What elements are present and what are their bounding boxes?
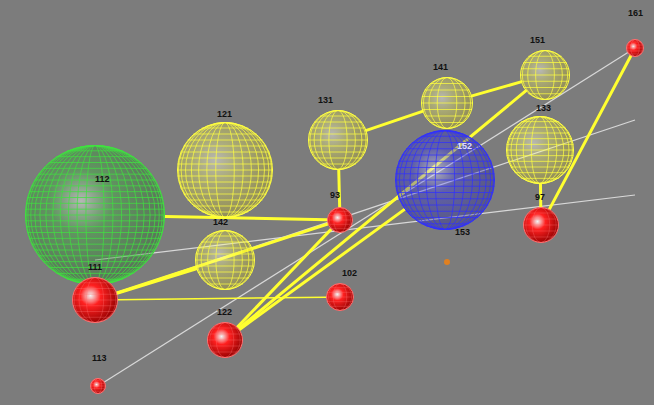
sphere-shape — [626, 39, 644, 57]
connector-line — [337, 170, 341, 207]
yellow-sphere: 121 — [177, 122, 273, 218]
callout-number: 122 — [217, 308, 232, 317]
sphere-shape — [308, 110, 368, 170]
callout-number: 113 — [92, 354, 107, 363]
callout-number: 133 — [536, 104, 551, 113]
red-sphere: 122 — [207, 322, 243, 358]
blue-sphere: 152 — [395, 130, 495, 230]
red-sphere: 111 — [72, 277, 118, 323]
sphere-shape — [207, 322, 243, 358]
yellow-sphere: 151 — [520, 50, 570, 100]
callout-number: 152 — [457, 142, 472, 151]
yellow-sphere: 131 — [308, 110, 368, 170]
sphere-shape — [506, 116, 574, 184]
sphere-shape — [195, 230, 255, 290]
sphere-shape — [520, 50, 570, 100]
callout-number: 121 — [217, 110, 232, 119]
callout-number: 111 — [88, 263, 102, 272]
axis-line — [98, 48, 635, 386]
red-sphere: 161 — [626, 39, 644, 57]
connector-line — [239, 91, 526, 329]
red-sphere: 102 — [326, 283, 354, 311]
sphere-shape — [90, 378, 106, 394]
connector-line — [472, 82, 521, 96]
callout-number: 131 — [318, 96, 333, 105]
yellow-sphere: 142 — [195, 230, 255, 290]
red-sphere: 97 — [523, 207, 559, 243]
connector-line — [237, 229, 331, 327]
callout-number: 102 — [342, 269, 357, 278]
callout-number: 97 — [535, 193, 545, 202]
callout-number: 161 — [628, 9, 643, 18]
sphere-shape — [421, 77, 473, 129]
connector-line — [366, 111, 422, 130]
callout-number: 141 — [433, 63, 448, 72]
callout-number: 93 — [330, 191, 340, 200]
red-sphere: 113 — [90, 378, 106, 394]
callout-number: 142 — [213, 218, 228, 227]
sphere-shape — [327, 207, 353, 233]
yellow-sphere: 133 — [506, 116, 574, 184]
red-sphere: 93 — [327, 207, 353, 233]
sphere-shape — [72, 277, 118, 323]
connector-line — [118, 297, 326, 300]
connector-line — [165, 216, 327, 219]
connector-line — [240, 209, 405, 329]
sphere-shape — [177, 122, 273, 218]
axis-line — [95, 195, 635, 260]
yellow-sphere: 141 — [421, 77, 473, 129]
callout-number: 112 — [95, 175, 110, 184]
callout-number: 151 — [530, 36, 545, 45]
junction-dot — [444, 259, 450, 265]
sphere-shape — [395, 130, 495, 230]
callout-number: 153 — [455, 228, 470, 237]
sphere-shape — [523, 207, 559, 243]
sphere-shape — [326, 283, 354, 311]
